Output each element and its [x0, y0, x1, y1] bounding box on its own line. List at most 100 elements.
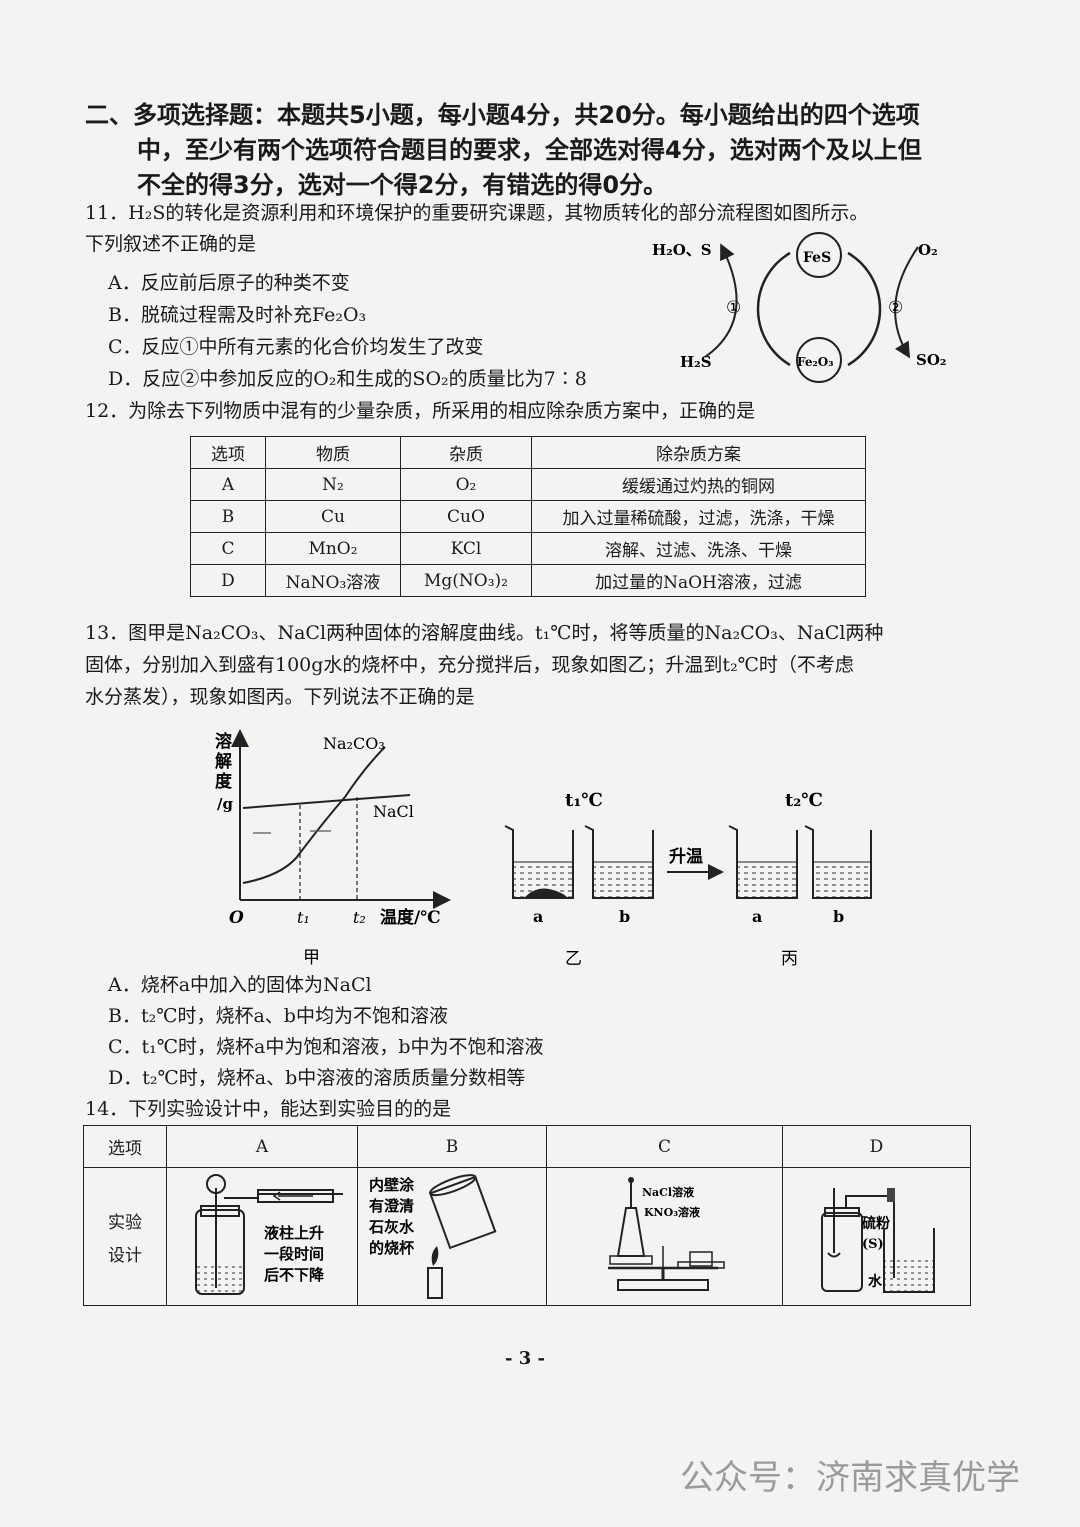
page-number: - 3 -: [505, 1348, 545, 1369]
watermark: 公众号：济南求真优学: [680, 1458, 1020, 1498]
beaker-a-t1: [504, 825, 574, 899]
reaction-1-label: ①: [726, 298, 741, 318]
experiment-b-figure: 内壁涂 有澄清 石灰水 的烧杯: [368, 1174, 497, 1299]
table-cell: 溶解、过滤、洗涤、干燥: [531, 532, 866, 565]
experiment-a-cell: 液柱上升 一段时间 后不下降: [166, 1167, 358, 1306]
table-header-row: 选项 A B C D: [83, 1125, 971, 1168]
caption-bing: 丙: [781, 949, 798, 969]
section-heading: 二、多项选择题：本题共5小题，每小题4分，共20分。每小题给出的四个选项 中，至…: [85, 98, 1005, 203]
t2-label: t₂: [353, 908, 366, 927]
fe2o3-label: Fe₂O₃: [797, 355, 833, 369]
x-axis-label: 温度/℃: [380, 907, 441, 928]
experiment-a-figure: 液柱上升 一段时间 后不下降: [195, 1174, 343, 1295]
section-line-2: 中，至少有两个选项符合题目的要求，全部选对得4分，选对两个及以上但: [137, 136, 922, 164]
beaker-b-t2: [804, 825, 872, 899]
left-arc: [756, 251, 791, 367]
row-label-cell: 实验 设计: [83, 1167, 167, 1306]
inverted-beaker: [428, 1174, 497, 1250]
left-curve-arrow: [704, 243, 738, 358]
row-label-1: 实验: [108, 1212, 142, 1233]
table-cell: Mg(NO₃)₂: [400, 564, 532, 597]
q14-stem: 14．下列实验设计中，能达到实验目的的是: [85, 1098, 452, 1120]
fe2o3-circle: [796, 337, 842, 383]
table-cell: 加入过量稀硫酸，过滤，洗涤，干燥: [531, 500, 866, 533]
beakers-figure: t₁℃ t₂℃ 升温 a b a b 乙 丙: [504, 790, 872, 969]
q11-stem-2: 下列叙述不正确的是: [85, 233, 257, 255]
table-row: C MnO₂ KCl 溶解、过滤、洗涤、干燥: [190, 532, 866, 565]
label-a-1: a: [533, 907, 543, 926]
fes-label: FeS: [803, 250, 831, 266]
table-header: D: [782, 1125, 971, 1168]
nacl-line: [242, 794, 411, 809]
origin-label: O: [229, 908, 244, 928]
table-header: 除杂质方案: [531, 436, 866, 469]
table-header: C: [546, 1125, 783, 1168]
right-arc: [847, 251, 882, 367]
reaction-2-label: ②: [888, 298, 903, 318]
c-text-1: NaCl溶液: [642, 1185, 695, 1199]
h2s-label: H₂S: [680, 353, 712, 371]
q13-option-c: C．t₁℃时，烧杯a中为饱和溶液，b中为不饱和溶液: [108, 1036, 544, 1058]
q11-option-a: A．反应前后原子的种类不变: [108, 272, 350, 294]
q13-option-b: B．t₂℃时，烧杯a、b中均为不饱和溶液: [108, 1005, 448, 1027]
q13-option-d: D．t₂℃时，烧杯a、b中溶液的溶质质量分数相等: [108, 1067, 526, 1089]
h2o-s-label: H₂O、S: [652, 241, 712, 259]
table-cell: KCl: [400, 532, 532, 565]
caption-yi: 乙: [565, 949, 582, 969]
solubility-graph: 溶 解 度 /g Na₂CO₃ NaCl O t₁ t₂ 温度/℃ 甲: [215, 729, 451, 968]
table-header: 杂质: [400, 436, 532, 469]
so2-label: SO₂: [916, 351, 946, 369]
d-text-2: (S): [862, 1237, 884, 1252]
table-cell: MnO₂: [265, 532, 401, 565]
experiment-c-cell: NaCl溶液 KNO₃溶液: [546, 1167, 783, 1306]
table-header: A: [166, 1125, 358, 1168]
b-text-3: 石灰水: [368, 1218, 415, 1236]
d-text-1: 硫粉: [862, 1215, 890, 1232]
table-cell: D: [190, 564, 266, 597]
heat-label: 升温: [669, 847, 703, 867]
table-cell: 缓缓通过灼热的铜网: [531, 468, 866, 501]
q13-stem-1: 13．图甲是Na₂CO₃、NaCl两种固体的溶解度曲线。t₁℃时，将等质量的Na…: [85, 622, 884, 644]
t1-temp-label: t₁℃: [565, 790, 603, 811]
q12-table: 选项 物质 杂质 除杂质方案 A N₂ O₂ 缓缓通过灼热的铜网 B Cu Cu…: [190, 436, 866, 597]
table-cell: CuO: [400, 500, 532, 533]
candle: [427, 1267, 443, 1299]
table-cell: B: [190, 500, 266, 533]
a-text-2: 一段时间: [264, 1245, 324, 1263]
q11-stem-1: 11．H₂S的转化是资源利用和环境保护的重要研究课题，其物质转化的部分流程图如图…: [85, 202, 869, 224]
y-label-1: 溶: [215, 731, 232, 752]
q13-option-a: A．烧杯a中加入的固体为NaCl: [108, 974, 372, 996]
section-line-1: 二、多项选择题：本题共5小题，每小题4分，共20分。每小题给出的四个选项: [85, 101, 920, 129]
table-header: B: [357, 1125, 547, 1168]
table-cell: A: [190, 468, 266, 501]
table-cell: O₂: [400, 468, 532, 501]
y-label-4: /g: [217, 795, 233, 813]
label-a-2: a: [752, 907, 762, 926]
row-label-2: 设计: [108, 1245, 142, 1266]
t1-label: t₁: [297, 908, 310, 927]
b-text-2: 有澄清: [369, 1197, 414, 1215]
na2co3-curve: [242, 746, 386, 884]
experiment-c-figure: NaCl溶液 KNO₃溶液: [608, 1177, 725, 1291]
y-label-2: 解: [215, 751, 232, 772]
table-row: B Cu CuO 加入过量稀硫酸，过滤，洗涤，干燥: [190, 500, 866, 533]
table-row: D NaNO₃溶液 Mg(NO₃)₂ 加过量的NaOH溶液，过滤: [190, 564, 866, 597]
table-header: 选项: [190, 436, 266, 469]
a-text-3: 后不下降: [264, 1266, 325, 1284]
a-text-1: 液柱上升: [264, 1224, 324, 1242]
table-header: 选项: [83, 1125, 167, 1168]
graph-caption: 甲: [303, 948, 320, 968]
q14-table: 选项 A B C D 实验 设计 液柱上升 一段时间 后不下: [83, 1125, 971, 1306]
table-row: A N₂ O₂ 缓缓通过灼热的铜网: [190, 468, 866, 501]
beaker-a-t2: [728, 825, 798, 899]
flame: [431, 1246, 439, 1266]
o2-label: O₂: [918, 241, 938, 259]
q11-option-c: C．反应①中所有元素的化合价均发生了改变: [108, 336, 484, 358]
b-text-4: 的烧杯: [369, 1239, 415, 1257]
table-header: 物质: [265, 436, 401, 469]
experiment-d-figure: 硫粉 (S) 水: [820, 1188, 935, 1293]
table-cell: 加过量的NaOH溶液，过滤: [531, 564, 866, 597]
table-cell: N₂: [265, 468, 401, 501]
b-text-1: 内壁涂: [369, 1176, 415, 1194]
t2-temp-label: t₂℃: [785, 790, 823, 811]
